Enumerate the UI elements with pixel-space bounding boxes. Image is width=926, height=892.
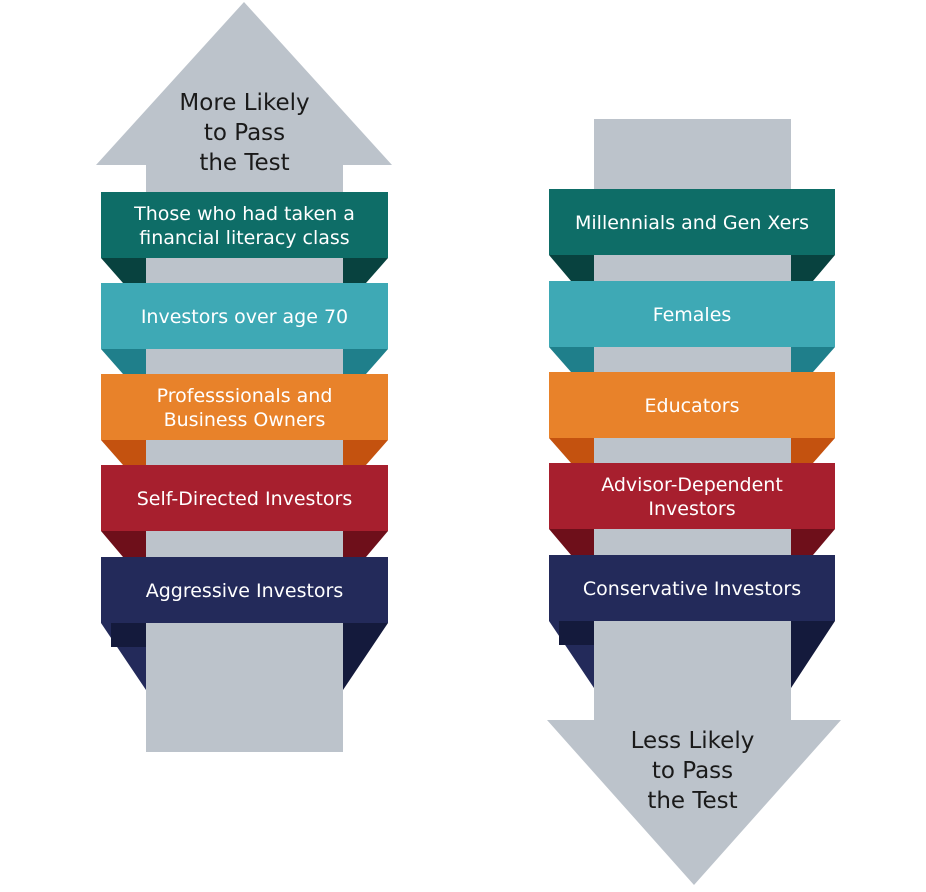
band-fold-left <box>101 531 146 557</box>
band-label: Aggressive Investors <box>146 580 344 602</box>
band-fold-right <box>343 440 388 465</box>
band-label-line: Business Owners <box>164 409 326 431</box>
right-column: Less Likely to Pass the Test Millennials an… <box>547 119 841 885</box>
band-label-line: Self-Directed Investors <box>137 488 352 510</box>
band-label: Conservative Investors <box>583 578 801 600</box>
band-label-line: Professsionals and <box>157 385 333 407</box>
band-label-line: Millennials and Gen Xers <box>575 212 809 234</box>
band-tail-right <box>791 621 835 688</box>
band-label-line: Conservative Investors <box>583 578 801 600</box>
band-fold-left <box>549 529 594 555</box>
band-label-line: Aggressive Investors <box>146 580 344 602</box>
band-ribbon <box>101 283 388 349</box>
band-fold-right <box>791 347 835 372</box>
band-label-line: Advisor-Dependent <box>601 474 783 496</box>
band-ribbon <box>101 465 388 531</box>
band-tail-shade-left <box>111 623 146 647</box>
band-label: Millennials and Gen Xers <box>575 212 809 234</box>
band-1: Millennials and Gen Xers <box>549 189 835 281</box>
band-label: Educators <box>645 395 740 417</box>
band-label-line: Investors <box>648 498 735 520</box>
band-label-line: Females <box>653 304 732 326</box>
band-2: Females <box>549 281 835 372</box>
band-3: Educators <box>549 372 835 463</box>
band-label-line: Educators <box>645 395 740 417</box>
arrow-label-line: to Pass <box>652 758 733 784</box>
arrow-label: More Likely to Pass the Test <box>179 90 309 176</box>
band-ribbon <box>101 557 388 623</box>
band-2: Investors over age 70 <box>101 283 388 374</box>
band-tail-shade-left <box>559 621 594 645</box>
band-fold-left <box>101 258 146 283</box>
band-ribbon <box>549 281 835 347</box>
band-ribbon <box>549 463 835 529</box>
arrow-label-line: Less Likely <box>631 728 755 754</box>
arrow-label-line: the Test <box>647 788 737 814</box>
band-4: Self-Directed Investors <box>101 465 388 557</box>
band-label: Investors over age 70 <box>141 306 348 328</box>
arrow-label-line: More Likely <box>179 90 309 116</box>
band-fold-left <box>101 440 146 465</box>
band-label-line: financial literacy class <box>139 227 349 249</box>
band-ribbon <box>549 189 835 255</box>
band-ribbon <box>101 192 388 258</box>
band-fold-right <box>791 529 835 555</box>
band-fold-right <box>343 349 388 374</box>
band-fold-right <box>343 258 388 283</box>
arrow-label-line: the Test <box>199 150 289 176</box>
band-fold-left <box>549 347 594 372</box>
band-label: Females <box>653 304 732 326</box>
band-5: Conservative Investors <box>549 555 835 688</box>
band-fold-right <box>343 531 388 557</box>
band-fold-right <box>791 255 835 281</box>
band-fold-left <box>549 255 594 281</box>
band-fold-left <box>101 349 146 374</box>
band-5: Aggressive Investors <box>101 557 388 690</box>
arrow-label-line: to Pass <box>204 120 285 146</box>
band-ribbon <box>549 372 835 438</box>
band-ribbon <box>101 374 388 440</box>
band-label-line: Investors over age 70 <box>141 306 348 328</box>
arrow-label: Less Likely to Pass the Test <box>631 728 755 814</box>
band-fold-left <box>549 438 594 463</box>
band-ribbon <box>549 555 835 621</box>
band-label: Self-Directed Investors <box>137 488 352 510</box>
band-fold-right <box>791 438 835 463</box>
band-label-line: Those who had taken a <box>133 203 355 225</box>
band-tail-right <box>343 623 388 690</box>
